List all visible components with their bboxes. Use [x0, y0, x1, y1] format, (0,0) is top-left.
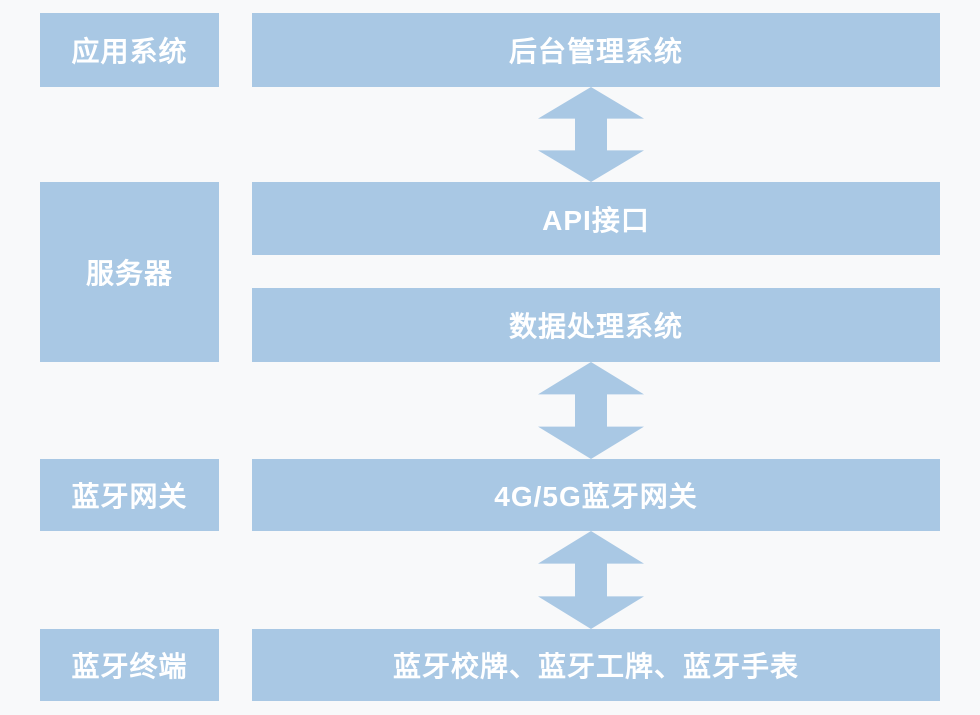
- node-box-bluetooth-devices: 蓝牙校牌、蓝牙工牌、蓝牙手表: [252, 629, 940, 701]
- category-box-server: 服务器: [40, 182, 219, 362]
- category-label-server: 服务器: [85, 258, 173, 289]
- connector-dataprocessing-gateway: [538, 362, 644, 459]
- node-box-4g5g-bluetooth-gateway: 4G/5G蓝牙网关: [252, 459, 940, 531]
- node-box-backend-management-system: 后台管理系统: [252, 13, 940, 87]
- node-label-4g5g-bluetooth-gateway: 4G/5G蓝牙网关: [494, 481, 698, 512]
- node-label-backend-management-system: 后台管理系统: [508, 36, 683, 67]
- node-label-data-processing-system: 数据处理系统: [508, 311, 683, 342]
- node-box-api-interface: API接口: [252, 182, 940, 255]
- category-box-bluetooth-terminal: 蓝牙终端: [40, 629, 219, 701]
- category-label-application-system: 应用系统: [71, 36, 188, 67]
- double-arrow-icon: [538, 87, 644, 182]
- node-label-bluetooth-devices: 蓝牙校牌、蓝牙工牌、蓝牙手表: [392, 651, 799, 682]
- node-box-data-processing-system: 数据处理系统: [252, 288, 940, 362]
- node-label-api-interface: API接口: [542, 204, 650, 236]
- double-arrow-icon: [538, 531, 644, 629]
- category-box-bluetooth-gateway: 蓝牙网关: [40, 459, 219, 531]
- category-box-application-system: 应用系统: [40, 13, 219, 87]
- category-label-bluetooth-gateway: 蓝牙网关: [71, 481, 188, 512]
- category-label-bluetooth-terminal: 蓝牙终端: [71, 651, 188, 682]
- connector-backend-api: [538, 87, 644, 182]
- connector-gateway-terminals: [538, 531, 644, 629]
- double-arrow-icon: [538, 362, 644, 459]
